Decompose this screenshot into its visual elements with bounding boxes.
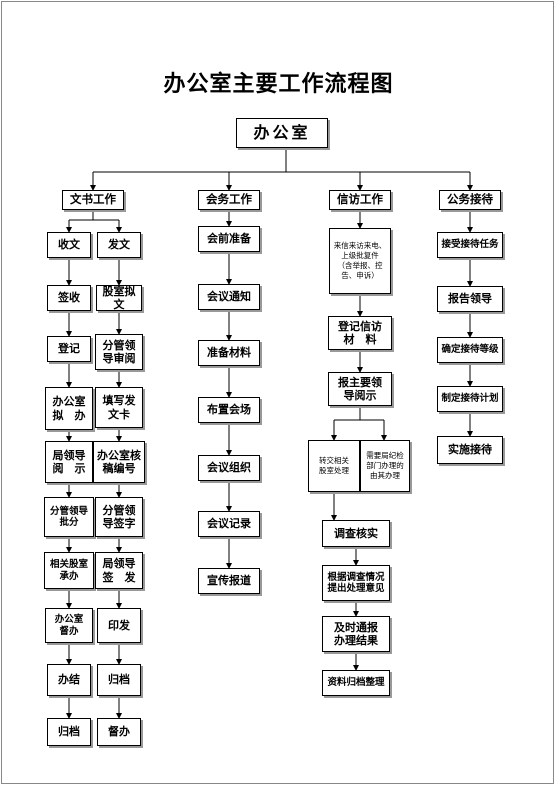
doc-receive-step: 办公室 督办 xyxy=(45,608,93,643)
petition-step: 调查核实 xyxy=(322,520,390,547)
petition-intake-box: 来信来访来电、 上级批复件 （含举报、控 告、申诉） xyxy=(329,228,391,294)
doc-send-step: 局领导 签 发 xyxy=(95,552,143,589)
doc-send-step: 股室拟文 xyxy=(96,285,142,311)
meeting-step: 会议记录 xyxy=(198,511,260,537)
doc-send-step: 分管领 导签字 xyxy=(95,497,143,537)
petition-report-box: 报主要领 导阅示 xyxy=(328,372,392,406)
page-title: 办公室主要工作流程图 xyxy=(163,71,394,97)
petition-transfer-box: 转交相关 股室处理 xyxy=(308,440,360,492)
petition-register-box: 登记信访 材 料 xyxy=(328,316,392,350)
doc-send-step: 填写发 文卡 xyxy=(95,387,143,428)
meeting-step: 宣传报道 xyxy=(198,568,260,594)
doc-receive-step: 办结 xyxy=(47,664,91,696)
reception-step: 确定接待等级 xyxy=(437,337,503,363)
doc-receive-step: 局领导 阅 示 xyxy=(45,441,93,483)
meeting-step: 会议组织 xyxy=(198,455,260,481)
doc-send-step: 归档 xyxy=(97,664,141,696)
header-official-reception: 公务接待 xyxy=(439,190,501,210)
doc-receive-step: 相关股室 承办 xyxy=(44,552,94,589)
reception-step: 接受接待任务 xyxy=(437,232,503,258)
reception-step: 报告领导 xyxy=(437,286,503,312)
header-petition-work: 信访工作 xyxy=(329,190,391,210)
doc-send-step: 印发 xyxy=(97,608,141,643)
meeting-step: 会前准备 xyxy=(198,226,260,252)
meeting-step: 布置会场 xyxy=(198,397,260,423)
petition-step: 根据调查情况 提出处理意见 xyxy=(322,565,390,601)
header-document-work: 文书工作 xyxy=(62,190,124,210)
doc-receive-step: 收文 xyxy=(47,232,91,258)
petition-step: 及时通报 办理结果 xyxy=(322,616,390,652)
root-office-box: 办公室 xyxy=(236,118,328,148)
petition-step: 资料归档整理 xyxy=(322,670,390,696)
reception-step: 实施接待 xyxy=(437,436,503,464)
doc-receive-step: 分管领导 批分 xyxy=(44,497,94,537)
doc-receive-step: 签收 xyxy=(47,285,91,311)
petition-discipline-box: 需要局纪检 部门办理的 由其办理 xyxy=(360,440,410,492)
doc-send-step: 分管领 导审阅 xyxy=(95,334,143,370)
header-meeting-work: 会务工作 xyxy=(198,190,260,210)
doc-receive-step: 归档 xyxy=(47,718,91,746)
doc-receive-step: 办公室 拟 办 xyxy=(45,387,93,430)
doc-receive-step: 登记 xyxy=(47,336,91,362)
doc-send-step: 办公室核 稿编号 xyxy=(93,441,145,483)
doc-send-step: 督办 xyxy=(97,718,141,746)
meeting-step: 会议通知 xyxy=(198,284,260,310)
meeting-step: 准备材料 xyxy=(198,340,260,366)
reception-step: 制定接待计划 xyxy=(437,386,503,412)
doc-send-step: 发文 xyxy=(97,232,141,258)
